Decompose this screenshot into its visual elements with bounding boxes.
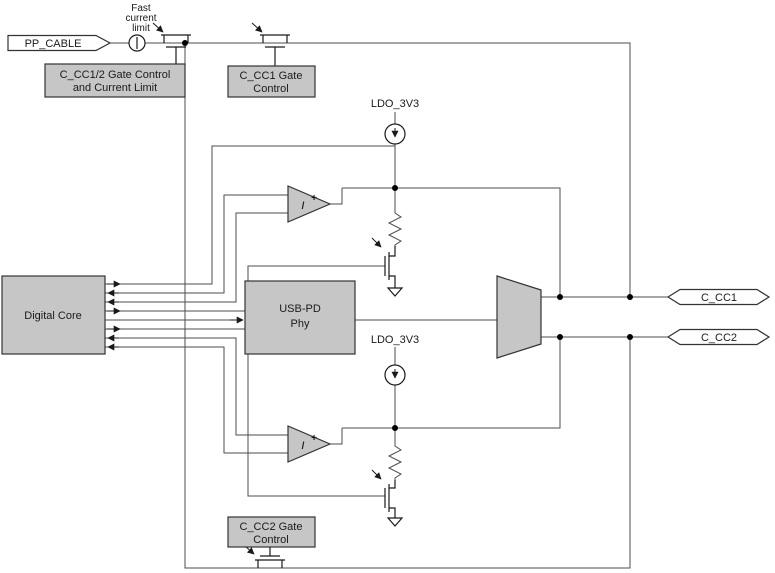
fast-limit-line2: current [125,13,156,24]
cc2-gate-line1: C_CC2 Gate [240,521,303,533]
fast-limit-line1: Fast [131,3,151,14]
mux-shape [496,275,542,359]
comparator-bottom-icon: / + [287,425,332,463]
cc1-pin-label: C_CC1 [701,292,737,304]
cc1-gate-line1: C_CC1 Gate [240,70,303,82]
ground-bottom-icon [386,517,404,527]
usbpd-phy-line1: USB-PD [279,303,321,315]
cc2-pin: C_CC2 [666,328,771,346]
fast-limit-line3: limit [132,23,150,34]
comparator-bottom-hysteresis: / [302,441,305,452]
current-source-bottom-icon [384,364,406,386]
wires [105,42,668,569]
fast-current-limit-label: Fast current limit [125,3,156,34]
cc1-gate-control-box: C_CC1 Gate Control [227,65,316,98]
mosfet-pulldown-top-icon [371,237,396,288]
junction-dots [182,40,633,431]
ldo-bottom-label: LDO_3V3 [371,334,419,346]
digital-core-box: Digital Core [1,275,106,355]
digital-core-label: Digital Core [24,310,81,322]
cc12-gate-line2: and Current Limit [73,82,157,94]
cc12-gate-line1: C_CC1/2 Gate Control [60,69,171,81]
ground-top-icon [386,287,404,297]
mosfet-cc1-icon [251,22,290,66]
fast-current-limit-icon [128,34,146,52]
cc12-gate-control-box: C_CC1/2 Gate Control and Current Limit [44,63,186,98]
current-source-top-icon [384,123,406,145]
mosfet-pulldown-bottom-icon [371,469,396,518]
comparator-bottom-plus: + [311,433,317,444]
resistor-bottom-icon [387,428,403,480]
pp-cable-pin: PP_CABLE [7,34,112,52]
pp-cable-label: PP_CABLE [25,38,82,50]
cc1-pin: C_CC1 [666,288,771,306]
comparator-top-icon: / + [287,185,332,223]
usbpd-phy-line2: Phy [291,318,310,330]
resistor-top-icon [387,188,403,246]
comparator-top-plus: + [311,193,317,204]
comparator-top-hysteresis: / [302,201,305,212]
cc1-gate-line2: Control [253,83,288,95]
ldo-top-label: LDO_3V3 [371,98,419,110]
cc2-pin-label: C_CC2 [701,332,737,344]
mosfet-cc2-icon [244,545,285,568]
usbpd-phy-box: USB-PD Phy [244,280,356,355]
core-signal-arrows [107,280,244,351]
cc2-gate-control-box: C_CC2 Gate Control [227,516,316,548]
cc2-gate-line2: Control [253,534,288,546]
mosfet-pass-icon [152,22,191,64]
